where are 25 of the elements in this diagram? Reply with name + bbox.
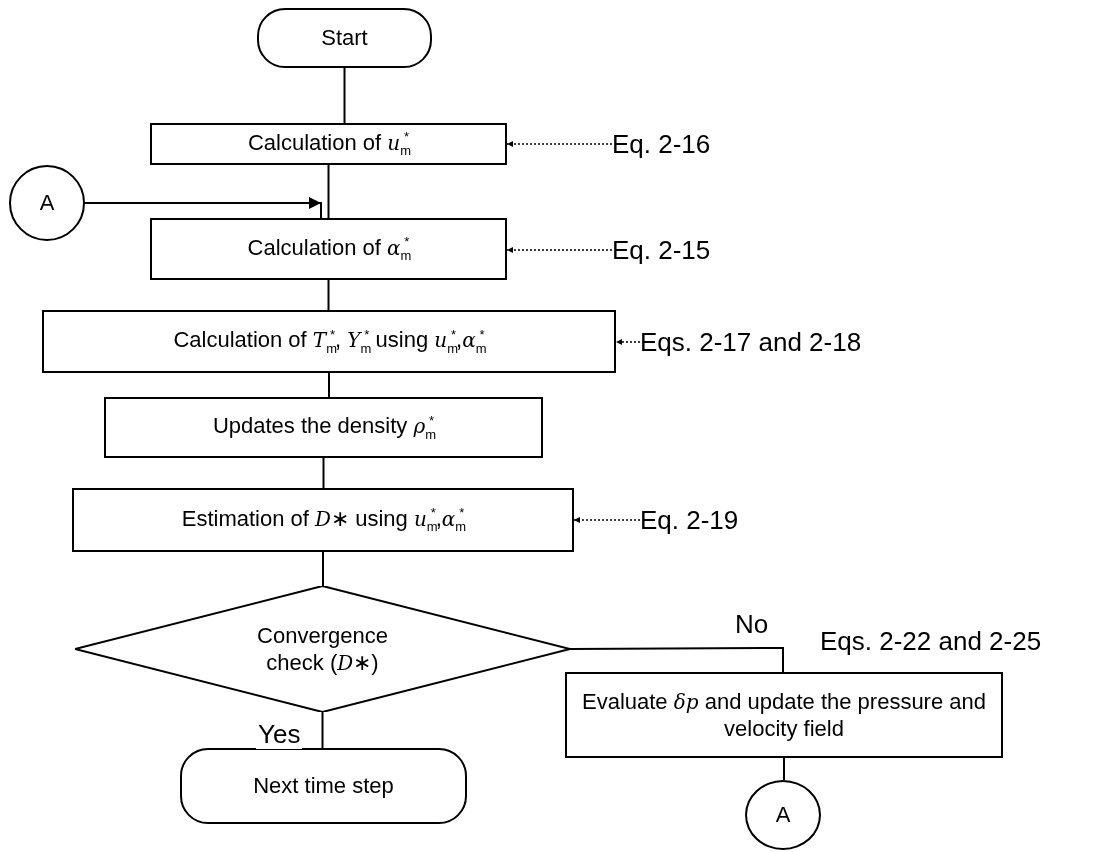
equation-reference: Eq. 2-15 bbox=[612, 233, 711, 267]
equation-reference: Eq. 2-16 bbox=[612, 127, 711, 161]
connector-circle: A bbox=[745, 780, 821, 850]
terminal-box: Next time step bbox=[180, 748, 467, 824]
dotted-arrow bbox=[506, 247, 613, 253]
dotted-arrow bbox=[615, 339, 641, 345]
flow-line bbox=[569, 647, 784, 673]
flow-line bbox=[327, 279, 330, 311]
flow-line bbox=[328, 372, 330, 398]
decision-diamond bbox=[75, 586, 570, 712]
connector-circle: A bbox=[9, 165, 85, 241]
dotted-arrow bbox=[573, 517, 641, 523]
flow-line bbox=[783, 757, 785, 781]
process-box: Evaluate δp and update the pressure and velocity field bbox=[565, 672, 1003, 758]
flow-line bbox=[327, 164, 330, 219]
flow-line bbox=[321, 711, 324, 749]
decision-text: Convergence check (D∗) bbox=[256, 621, 389, 677]
flow-line bbox=[322, 457, 325, 489]
terminal-box: Start bbox=[257, 8, 432, 68]
equation-reference: Eq. 2-19 bbox=[640, 503, 739, 537]
dotted-arrow bbox=[506, 141, 613, 147]
arrow bbox=[84, 197, 322, 219]
flow-line bbox=[343, 67, 346, 124]
flow-line bbox=[322, 551, 324, 587]
equation-reference: Eqs. 2-17 and 2-18 bbox=[640, 325, 862, 359]
